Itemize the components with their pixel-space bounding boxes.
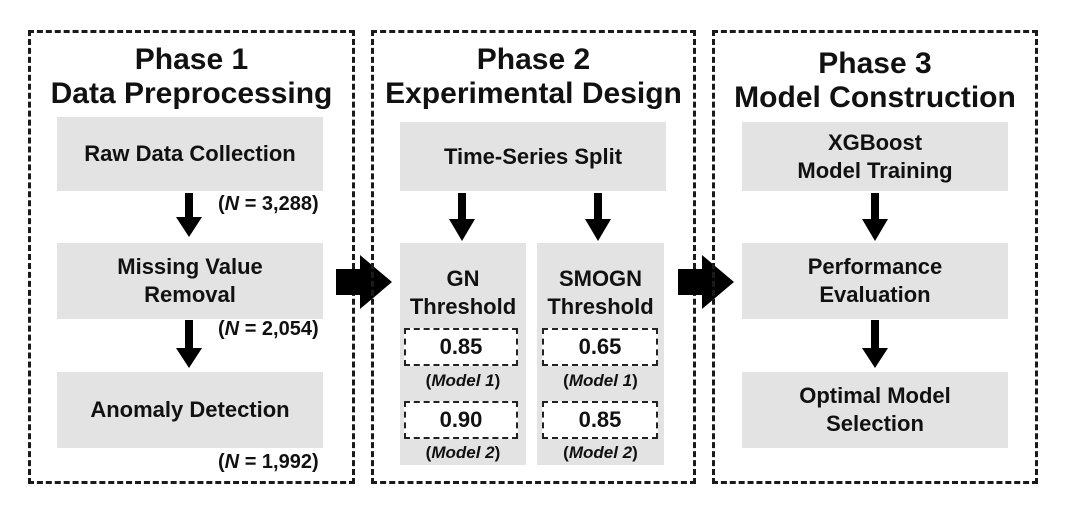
n-count-1-value: = 3,288) bbox=[244, 193, 319, 215]
xgboost-label-line1: XGBoost bbox=[827, 129, 923, 155]
gn-model-1-text: Model 1 bbox=[431, 371, 495, 390]
smogn-title-line2: Threshold bbox=[547, 294, 654, 319]
missing-value-label-line1: Missing Value bbox=[117, 254, 263, 279]
missing-value-label-line2: Removal bbox=[144, 282, 236, 307]
phase2-panel: Phase 2 Experimental Design bbox=[371, 30, 696, 484]
gn-title-line1: GN bbox=[446, 266, 480, 291]
gn-threshold-value-2-label: 0.90 bbox=[439, 407, 483, 432]
optimal-model-selection-box: Optimal Model Selection bbox=[742, 372, 1008, 448]
phase-transition-arrow-icon bbox=[678, 255, 734, 309]
raw-data-collection-label: Raw Data Collection bbox=[84, 141, 296, 166]
gn-threshold-value-1-label: 0.85 bbox=[439, 334, 483, 359]
performance-label-line2: Evaluation bbox=[819, 282, 931, 307]
phase-transition-arrow-icon bbox=[336, 255, 392, 309]
optimal-label-line2: Selection bbox=[826, 411, 924, 436]
smogn-title-line1: SMOGN bbox=[558, 266, 643, 291]
anomaly-detection-box: Anomaly Detection bbox=[57, 372, 323, 448]
gn-model-2-text: Model 2 bbox=[431, 443, 495, 462]
performance-label-line1: Performance bbox=[807, 254, 943, 279]
phase2-title: Phase 2 Experimental Design bbox=[374, 43, 693, 111]
phase2-title-line1: Phase 2 bbox=[476, 43, 591, 76]
down-arrow-icon bbox=[862, 320, 888, 368]
xgboost-label-line2: Model Training bbox=[797, 157, 953, 183]
xgboost-training-box: XGBoost Model Training bbox=[742, 122, 1008, 191]
gn-model-2-label: (Model 2) bbox=[425, 443, 501, 462]
performance-evaluation-box: Performance Evaluation bbox=[742, 243, 1008, 319]
phase3-title: Phase 3 Model Construction bbox=[715, 47, 1035, 115]
smogn-model-2-text: Model 2 bbox=[568, 443, 633, 462]
gn-title-line2: Threshold bbox=[409, 294, 517, 319]
smogn-model-1-text: Model 1 bbox=[568, 371, 633, 390]
n-symbol: N bbox=[224, 193, 240, 215]
phase3-panel: Phase 3 Model Construction bbox=[712, 30, 1038, 484]
n-count-1: (N = 3,288) bbox=[218, 193, 319, 215]
n-count-2-value: = 2,054) bbox=[244, 318, 319, 340]
time-series-split-label: Time-Series Split bbox=[443, 143, 623, 169]
down-arrow-icon bbox=[176, 193, 202, 237]
smogn-threshold-value-2: 0.85 bbox=[542, 401, 658, 439]
time-series-split-box: Time-Series Split bbox=[400, 122, 666, 191]
phase3-title-line1: Phase 3 bbox=[818, 47, 932, 80]
phase1-title-line1: Phase 1 bbox=[134, 43, 249, 76]
missing-value-removal-box: Missing Value Removal bbox=[57, 243, 323, 319]
down-arrow-icon bbox=[176, 320, 202, 368]
smogn-threshold-value-1-label: 0.65 bbox=[578, 334, 622, 359]
phase1-title: Phase 1 Data Preprocessing bbox=[31, 43, 352, 111]
down-arrow-icon bbox=[585, 193, 611, 241]
optimal-label-line1: Optimal Model bbox=[799, 383, 951, 408]
phase1-title-line2: Data Preprocessing bbox=[50, 77, 333, 110]
n-symbol: N bbox=[224, 451, 240, 473]
n-count-3: (N = 1,992) bbox=[218, 451, 319, 473]
phase2-title-line2: Experimental Design bbox=[385, 77, 682, 110]
smogn-threshold-value-1: 0.65 bbox=[542, 328, 658, 366]
smogn-model-1-label: (Model 1) bbox=[563, 371, 638, 390]
down-arrow-icon bbox=[449, 193, 475, 241]
n-count-3-value: = 1,992) bbox=[244, 451, 319, 473]
n-count-2: (N = 2,054) bbox=[218, 318, 319, 340]
gn-threshold-value-2: 0.90 bbox=[404, 401, 518, 439]
phase1-panel: Phase 1 Data Preprocessing bbox=[28, 30, 355, 484]
smogn-threshold-title: SMOGN Threshold bbox=[537, 265, 664, 321]
phase3-title-line2: Model Construction bbox=[734, 81, 1016, 114]
gn-threshold-value-1: 0.85 bbox=[404, 328, 518, 366]
n-symbol: N bbox=[224, 318, 240, 340]
anomaly-detection-label: Anomaly Detection bbox=[90, 397, 290, 422]
gn-model-1-label: (Model 1) bbox=[425, 371, 501, 390]
smogn-model-2-label: (Model 2) bbox=[563, 443, 638, 462]
down-arrow-icon bbox=[862, 193, 888, 241]
raw-data-collection-box: Raw Data Collection bbox=[57, 117, 323, 191]
smogn-threshold-value-2-label: 0.85 bbox=[578, 407, 622, 432]
gn-threshold-title: GN Threshold bbox=[400, 265, 526, 321]
